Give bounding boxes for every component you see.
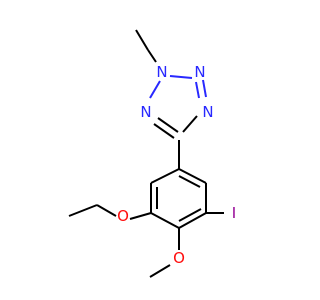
bond-ethyl-ch3: [135, 29, 149, 51]
bond-ring-1: [150, 168, 180, 184]
bonds: [68, 29, 224, 278]
atom-labels: N N N N O I O: [117, 63, 236, 267]
bond-o-methyl: [149, 264, 171, 278]
atom-iodine: I: [232, 204, 236, 222]
atom-o-methoxy: O: [173, 249, 185, 267]
bond-ch2-ch3: [68, 204, 98, 217]
atom-n1: N: [140, 103, 151, 121]
bond-ring-6: [178, 168, 207, 184]
bond-o-ch2: [96, 204, 117, 217]
molecule-structure: N N N N O I O: [68, 29, 236, 278]
bond-ring-o-ethoxy: [129, 212, 152, 220]
bond-ring-4: [178, 212, 207, 229]
bond-n3-n4-double: [202, 79, 207, 98]
atom-n4: N: [202, 103, 213, 121]
bond-ethyl-ch2: [147, 49, 157, 63]
bond-n1-c5-double: [157, 117, 179, 133]
bond-ring-6-inner: [178, 175, 201, 188]
bond-ring-4-inner: [178, 208, 202, 222]
bond-n3-n4: [195, 81, 200, 99]
bond-n2-n3: [169, 75, 193, 79]
atom-n2: N: [156, 63, 167, 81]
bond-n4-c5: [182, 115, 198, 133]
bond-n1-c5: [153, 123, 175, 139]
bond-n1-n2: [149, 80, 161, 99]
bond-ring-3: [150, 212, 180, 229]
atom-n3: N: [194, 63, 205, 81]
atom-o-ethoxy: O: [117, 207, 129, 225]
